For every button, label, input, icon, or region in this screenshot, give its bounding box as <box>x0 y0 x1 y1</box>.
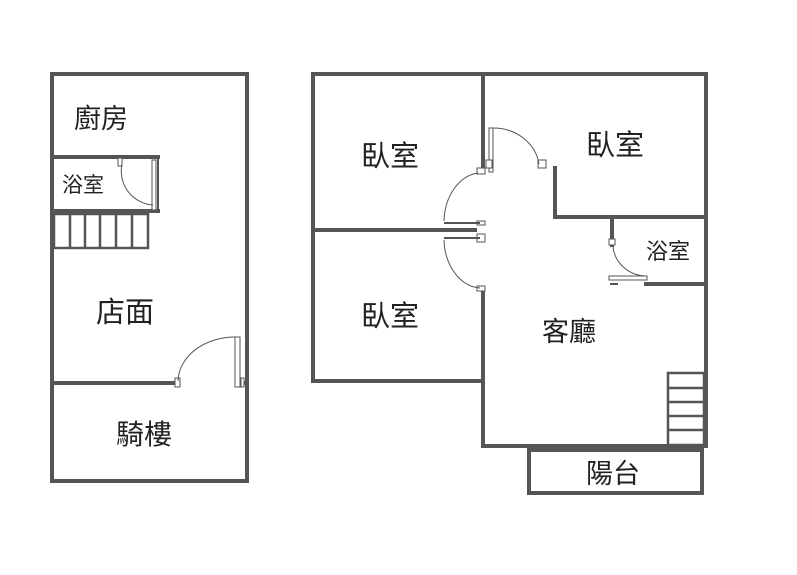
bedroom-top-left-label: 臥室 <box>361 139 419 173</box>
shop-door <box>174 336 245 388</box>
living-room-label: 客廳 <box>542 317 596 348</box>
top-left-bedroom-door <box>443 167 486 226</box>
balcony-label: 陽台 <box>586 459 640 490</box>
top-right-bedroom-door <box>485 127 547 173</box>
right-stairs <box>666 371 706 447</box>
left-bathroom-door <box>117 157 157 211</box>
right-bathroom-door <box>608 238 648 281</box>
bedroom-top-right-label: 臥室 <box>586 128 644 162</box>
left-unit-outer-wall <box>50 72 249 483</box>
balcony-outline <box>527 448 704 495</box>
left-stairs <box>52 212 150 250</box>
right-unit: 臥室 臥室 臥室 浴室 客廳 陽台 <box>311 72 708 495</box>
shop-label: 店面 <box>96 295 154 329</box>
bedroom-bottom-left-label: 臥室 <box>361 299 419 333</box>
kitchen-label: 廚房 <box>74 104 128 135</box>
left-bathroom-label: 浴室 <box>62 173 104 197</box>
left-unit: 廚房 浴室 店面 騎樓 <box>50 72 249 483</box>
bottom-left-bedroom-door <box>443 233 486 292</box>
right-bathroom-label: 浴室 <box>646 240 690 265</box>
arcade-label: 騎樓 <box>116 418 172 451</box>
